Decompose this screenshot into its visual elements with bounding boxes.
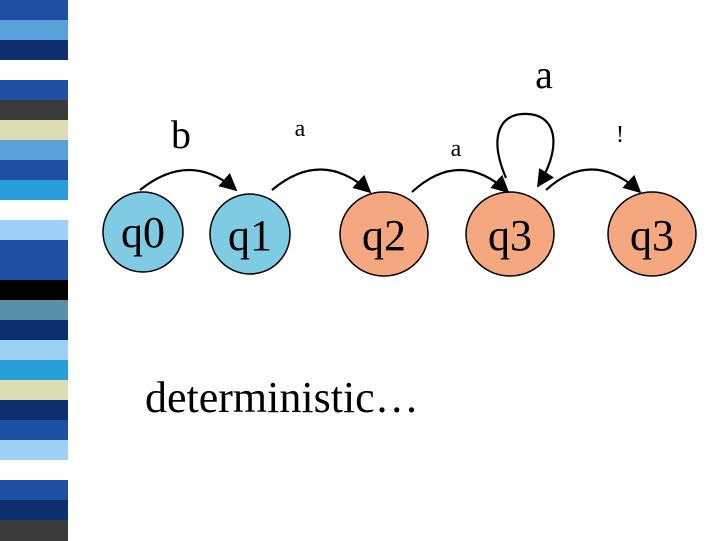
state-q2-circle xyxy=(339,191,429,277)
side-bar-block xyxy=(0,140,68,161)
side-bar-block xyxy=(0,520,68,541)
caption-text: deterministic… xyxy=(145,373,419,422)
transition-q3-q3-label: ! xyxy=(616,122,624,148)
side-bar-block xyxy=(0,200,68,221)
state-q3-loop-circle xyxy=(465,191,555,277)
transition-q3-q3-arrow xyxy=(545,168,642,194)
state-q2: q2 xyxy=(339,191,429,277)
side-bar-block xyxy=(0,0,68,21)
state-q0-circle xyxy=(102,191,184,273)
side-bar-block xyxy=(0,420,68,441)
side-bar-block xyxy=(0,260,68,281)
state-q1: q1 xyxy=(209,193,291,275)
state-q3-final-label: q3 xyxy=(630,211,674,260)
side-bar-block xyxy=(0,180,68,201)
side-bar-block xyxy=(0,40,68,61)
side-bar-block xyxy=(0,240,68,261)
side-bar-block xyxy=(0,160,68,181)
side-bar-block xyxy=(0,300,68,321)
transition-q2-q3-arrow xyxy=(411,169,510,194)
transition-q1-q2-arrow xyxy=(271,168,372,194)
side-bar-block xyxy=(0,120,68,141)
side-bar-block xyxy=(0,100,68,121)
side-bar-block xyxy=(0,20,68,41)
state-q3-final: q3 xyxy=(607,191,697,277)
side-bar-block xyxy=(0,320,68,341)
decorative-side-bar xyxy=(0,0,68,541)
side-bar-block xyxy=(0,400,68,421)
state-q0-label: q0 xyxy=(121,208,165,257)
side-bar-block xyxy=(0,460,68,481)
state-q3-final-circle xyxy=(607,191,697,277)
state-q3-loop-label: q3 xyxy=(488,211,532,260)
side-bar-block xyxy=(0,480,68,501)
side-bar-block xyxy=(0,280,68,301)
transition-q1-q2-label: a xyxy=(295,116,306,142)
state-q0: q0 xyxy=(102,191,184,273)
side-bar-block xyxy=(0,360,68,381)
transition-q3-self-loop-label: a xyxy=(535,52,553,97)
side-bar-block xyxy=(0,500,68,521)
transition-q0-q1-label: b xyxy=(171,112,191,157)
side-bar-block xyxy=(0,60,68,81)
side-bar-block xyxy=(0,340,68,361)
transition-q2-q3-label: a xyxy=(451,136,462,162)
state-q3-loop: q3 xyxy=(465,191,555,277)
transition-q3-self-loop-arrow xyxy=(496,112,555,188)
state-q1-label: q1 xyxy=(228,211,272,260)
state-q1-circle xyxy=(209,193,291,275)
side-bar-block xyxy=(0,380,68,401)
side-bar-block xyxy=(0,220,68,241)
state-q2-label: q2 xyxy=(362,211,406,260)
side-bar-block xyxy=(0,80,68,101)
side-bar-block xyxy=(0,440,68,461)
transition-q0-q1-arrow xyxy=(139,169,238,192)
